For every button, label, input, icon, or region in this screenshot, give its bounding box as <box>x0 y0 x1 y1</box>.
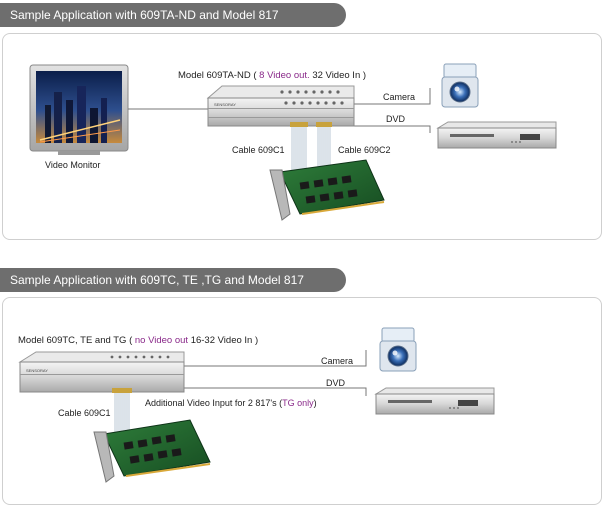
model-label-1-suffix: 32 Video In ) <box>309 70 367 81</box>
dvd-player-icon-2 <box>374 387 495 415</box>
additional-input-highlight: TG only <box>282 398 314 408</box>
connection-lines-1 <box>128 88 431 133</box>
section1-title: Sample Application with 609TA-ND and Mod… <box>0 3 346 27</box>
dvd-label-2: DVD <box>326 378 346 388</box>
section2-title: Sample Application with 609TC, TE ,TG an… <box>0 268 346 292</box>
camera-label-2: Camera <box>321 356 354 366</box>
model-label-2: Model 609TC, TE and TG ( no Video out 16… <box>18 335 258 346</box>
device-brand-1: SENSORAY <box>214 102 236 107</box>
model-label-1: Model 609TA-ND ( 8 Video out. 32 Video I… <box>178 70 366 81</box>
dvd-label-1: DVD <box>386 114 406 124</box>
device-brand-2: SENSORAY <box>26 368 48 373</box>
capture-board-817-1 <box>269 159 385 221</box>
cable2-label-1: Cable 609C2 <box>338 145 391 155</box>
model-label-1-highlight: 8 Video out. <box>259 70 310 81</box>
additional-input-label: Additional Video Input for 2 817's (TG o… <box>145 398 317 408</box>
camera-icon-2 <box>379 327 417 372</box>
capture-board-817-2 <box>93 419 211 483</box>
cable1-label-1: Cable 609C1 <box>232 145 285 155</box>
device-609ta-nd: SENSORAY <box>206 85 355 127</box>
device-609tc: SENSORAY <box>18 351 185 393</box>
dvd-player-icon-1 <box>436 121 557 149</box>
model-label-2-suffix: 16-32 Video In ) <box>188 335 259 346</box>
additional-input-prefix: Additional Video Input for 2 817's ( <box>145 398 283 408</box>
cable-label-2: Cable 609C1 <box>58 408 111 418</box>
camera-icon-1 <box>441 63 479 108</box>
model-label-1-prefix: Model 609TA-ND ( <box>178 70 257 81</box>
monitor-label: Video Monitor <box>45 160 101 170</box>
additional-input-suffix: ) <box>313 398 317 408</box>
model-label-2-prefix: Model 609TC, TE and TG ( <box>18 335 133 346</box>
model-label-2-highlight: no Video out <box>134 335 189 346</box>
connection-lines-2 <box>184 350 367 396</box>
camera-label-1: Camera <box>383 92 416 102</box>
cables-1 <box>291 126 331 172</box>
cable-2 <box>114 392 130 432</box>
video-monitor-icon <box>29 64 129 155</box>
section2-panel <box>2 297 602 505</box>
